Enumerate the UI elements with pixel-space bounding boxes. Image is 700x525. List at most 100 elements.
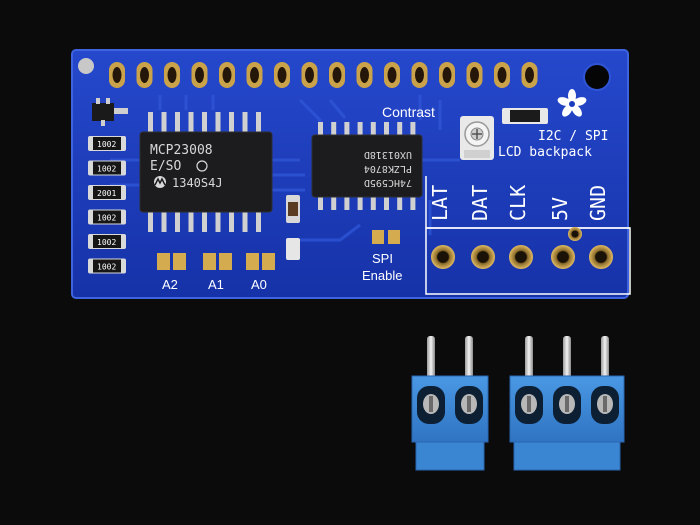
jumper-label: A0	[251, 277, 267, 292]
resistor-value: 2001	[97, 189, 116, 198]
header-pad	[136, 62, 153, 88]
pin-label: LAT	[428, 185, 452, 221]
spi-label: SPI	[372, 251, 393, 266]
shift-register-chip: 74HC595D PLZK8704 UX01318D	[311, 122, 423, 210]
terminal-pad	[471, 245, 495, 269]
header-pad	[384, 62, 400, 88]
terminal-pad	[431, 245, 455, 269]
resistor: 2001	[88, 185, 126, 200]
resistor-value: 1002	[97, 165, 116, 174]
chip-marking: MCP23008	[150, 143, 213, 158]
header-pad-row	[109, 62, 538, 88]
address-jumper: A2	[157, 253, 186, 292]
chip-pin	[370, 195, 376, 210]
microchip-logo-icon	[154, 176, 166, 188]
chip-pin	[318, 122, 323, 137]
resistor-value: 1002	[97, 238, 116, 247]
resistor-value: 1002	[97, 140, 116, 149]
terminal-pad	[589, 245, 613, 269]
chip-pin	[397, 195, 403, 210]
header-pad	[164, 62, 180, 88]
resistor: 1002	[88, 234, 126, 249]
pin-label: GND	[586, 185, 610, 221]
chip-pin	[331, 195, 337, 210]
chip-pin	[384, 195, 389, 210]
chip-pin	[318, 195, 323, 210]
chip-marking: UX01318D	[364, 149, 412, 160]
chip-pin	[256, 112, 261, 134]
resistor: 1002	[88, 209, 126, 225]
terminal-pin	[601, 336, 609, 384]
header-pad	[191, 62, 208, 88]
chip-pin	[229, 210, 234, 232]
resistor-value: 1002	[97, 214, 116, 223]
pin-label: DAT	[468, 185, 492, 221]
header-pad	[301, 62, 318, 88]
header-pad	[439, 62, 455, 88]
terminal-pad	[551, 245, 575, 269]
header-pad	[109, 62, 125, 88]
chip-pin	[256, 210, 261, 232]
pin-labels: LAT DAT CLK 5V GND	[428, 185, 610, 221]
chip-pin	[161, 210, 167, 232]
resistor-value: 1002	[97, 263, 116, 272]
header-pad	[494, 62, 510, 88]
chip-pin	[215, 112, 221, 134]
resistor: 1002	[88, 258, 126, 274]
chip-pin	[242, 210, 248, 232]
chip-pin	[242, 112, 248, 134]
header-pad	[411, 62, 428, 88]
chip-pin	[331, 122, 337, 137]
chip-pin	[202, 210, 207, 232]
header-pad	[219, 62, 235, 88]
chip-marking: E/SO	[150, 159, 181, 174]
contrast-label: Contrast	[382, 104, 435, 120]
e3-mark-icon	[196, 160, 208, 172]
chip-pin	[202, 112, 207, 134]
chip-pin	[229, 112, 234, 134]
chip-pin	[370, 122, 376, 137]
backpack-label-line1: I2C / SPI	[538, 129, 608, 144]
contrast-potentiometer	[460, 116, 494, 160]
chip-pin	[410, 122, 416, 137]
address-jumper: A1	[203, 253, 232, 292]
pin-label: CLK	[506, 185, 530, 221]
header-pad	[246, 62, 263, 88]
chip-pin	[384, 122, 389, 137]
chip-pin	[175, 210, 180, 232]
chip-pin	[344, 122, 350, 137]
chip-pin	[148, 210, 153, 232]
chip-pin	[357, 122, 363, 137]
via-pad	[568, 227, 582, 241]
mount-hole	[583, 63, 611, 91]
mcp23008-chip: MCP23008 E/SO 1340S4J	[139, 112, 273, 232]
address-jumpers: A2 A1 A0	[157, 253, 275, 292]
adafruit-logo-icon	[557, 89, 587, 117]
jumper-label: A2	[162, 277, 178, 292]
terminal-pin	[563, 336, 571, 384]
spi-enable-label: Enable	[362, 268, 402, 283]
header-pad	[356, 62, 373, 88]
terminal-pad	[509, 245, 533, 269]
chip-pin	[188, 112, 194, 134]
chip-marking: PLZK8704	[364, 163, 412, 174]
terminal-pin	[525, 336, 533, 384]
terminal-pad-row	[431, 245, 613, 269]
header-pad	[466, 62, 483, 88]
header-pad	[329, 62, 345, 88]
chip-marking: 1340S4J	[172, 176, 223, 190]
terminal-pin	[465, 336, 473, 384]
chip-marking: 74HC595D	[364, 177, 412, 188]
chip-pin	[161, 112, 167, 134]
chip-pin	[357, 195, 363, 210]
resistor: 1002	[88, 136, 126, 151]
pin-label: 5V	[548, 197, 572, 221]
header-pad	[274, 62, 290, 88]
jumper-label: A1	[208, 277, 224, 292]
chip-pin	[410, 195, 416, 210]
led	[502, 108, 548, 124]
chip-pin	[175, 112, 180, 134]
screw-terminal-blocks	[411, 336, 625, 471]
chip-pin	[344, 195, 350, 210]
capacitor	[286, 195, 300, 223]
